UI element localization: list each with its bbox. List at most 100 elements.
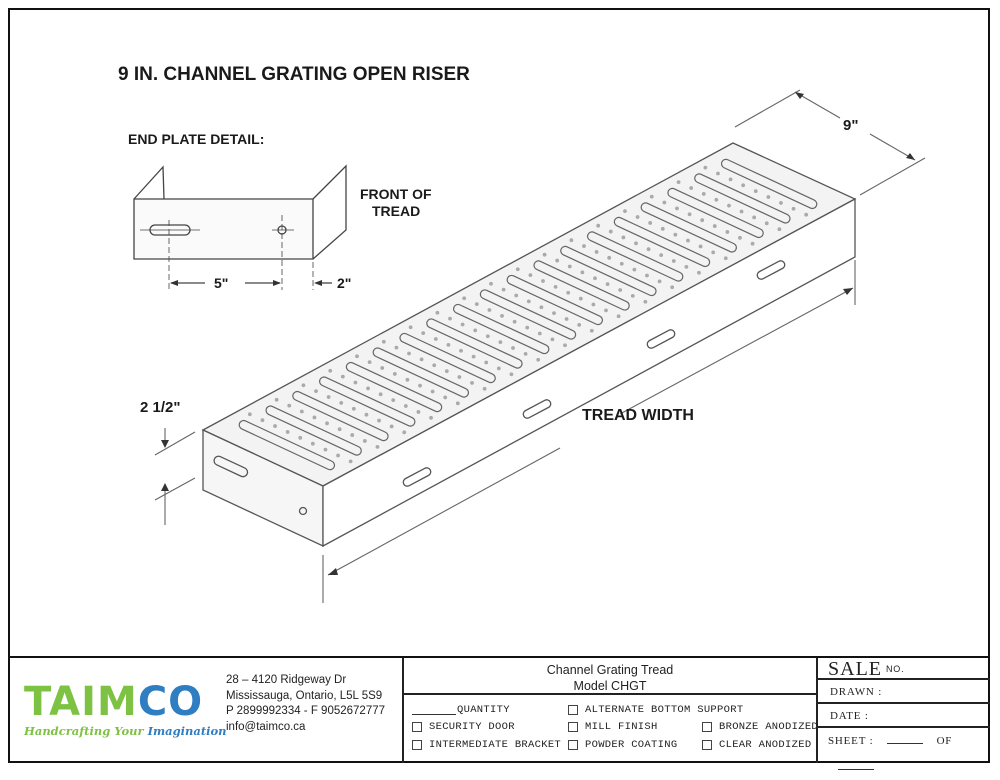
option-security-door[interactable]: SECURITY DOOR (412, 721, 515, 733)
grating-dot (523, 352, 528, 356)
sheet-total-blank[interactable] (838, 760, 874, 770)
grating-dot (804, 212, 809, 217)
grating-dot (536, 357, 541, 362)
grating-dot (643, 299, 648, 304)
grating-dot (459, 348, 463, 353)
option-intermediate-bracket[interactable]: INTERMEDIATE BRACKET (412, 739, 561, 751)
grating-dot (351, 406, 356, 411)
grating-dot (632, 267, 637, 272)
grating-dot (366, 386, 370, 391)
bronze-anodized-checkbox[interactable] (702, 722, 712, 732)
date-row[interactable]: DATE : (818, 704, 990, 728)
grating-dot (779, 201, 783, 205)
email-link[interactable]: info@taimco.ca (226, 720, 306, 733)
grating-dot (675, 206, 679, 211)
grating-dot (766, 195, 771, 199)
grating-dot (739, 209, 744, 214)
grating-dot (604, 308, 608, 313)
option-clear-anodized[interactable]: CLEAR ANODIZED (702, 739, 811, 751)
grating-dot (273, 424, 277, 428)
grating-dot (375, 444, 380, 449)
drawn-label: DRAWN : (830, 686, 883, 698)
powder-coating-checkbox[interactable] (568, 740, 578, 750)
grating-dot (419, 357, 424, 362)
grating-dot (405, 377, 410, 382)
grating-dot (443, 395, 448, 400)
grating-dot (433, 337, 438, 341)
drawn-row[interactable]: DRAWN : (818, 680, 990, 704)
end-plate-detail-label: END PLATE DETAIL: (128, 131, 265, 147)
option-bronze-anodized[interactable]: BRONZE ANODIZED (702, 721, 818, 733)
grating-dot (623, 209, 627, 214)
grating-dot (723, 256, 728, 261)
grating-dot (444, 369, 449, 374)
powder-coating-label: POWDER COATING (585, 739, 678, 751)
bronze-anodized-label: BRONZE ANODIZED (719, 721, 819, 733)
drawing-title: 9 IN. CHANNEL GRATING OPEN RISER (118, 64, 470, 85)
grating-tread-diagram (201, 142, 857, 548)
quantity-field[interactable]: QUANTITY (412, 704, 510, 716)
sheet-row: SHEET : OF (818, 728, 990, 770)
security-door-checkbox[interactable] (412, 722, 422, 732)
grating-dot (728, 177, 733, 182)
grating-dot (314, 389, 318, 394)
company-address: 28 – 4120 Ridgeway Dr Mississauga, Ontar… (226, 673, 385, 735)
grating-dot (339, 401, 344, 405)
grating-dot (582, 244, 586, 248)
grating-dot (714, 197, 719, 202)
product-header: Channel Grating Tread Model CHGT (404, 658, 816, 695)
option-powder-coating[interactable]: POWDER COATING (568, 739, 677, 751)
intermediate-bracket-checkbox[interactable] (412, 740, 422, 750)
grating-dot (525, 325, 530, 330)
of-label: OF (936, 735, 953, 747)
grating-dot (741, 183, 746, 188)
security-door-label: SECURITY DOOR (429, 721, 515, 733)
alternate-bottom-support-checkbox[interactable] (568, 705, 578, 715)
grating-dot (418, 383, 422, 388)
front-of-tread-label-line1: FRONT OF (360, 186, 432, 202)
grating-dot (377, 418, 381, 423)
mill-finish-checkbox[interactable] (568, 722, 578, 732)
grating-dot (657, 279, 662, 284)
date-label: DATE : (830, 710, 869, 722)
sheet-number-blank[interactable] (887, 734, 923, 744)
grating-dot (591, 302, 596, 307)
grating-dot (448, 316, 452, 321)
option-alternate-bottom-support[interactable]: ALTERNATE BOTTOM SUPPORT (568, 704, 743, 716)
grating-dot (336, 453, 340, 458)
option-mill-finish[interactable]: MILL FINISH (568, 721, 658, 733)
grating-dot (511, 346, 515, 350)
quantity-blank[interactable] (412, 705, 456, 715)
grating-dot (403, 404, 408, 408)
grating-dot (716, 171, 720, 176)
grating-slot-inner (722, 159, 817, 208)
clear-anodized-checkbox[interactable] (702, 740, 712, 750)
grating-slot-inner (561, 247, 656, 295)
grating-dot (539, 305, 544, 310)
dimension-2-inch: 2" (337, 275, 352, 291)
grating-dot (462, 296, 467, 301)
grating-slot-inner (347, 363, 442, 412)
intermediate-bracket-label: INTERMEDIATE BRACKET (429, 739, 562, 751)
grating-dot (541, 279, 545, 283)
grating-dot (569, 238, 574, 243)
grating-dot (703, 165, 708, 170)
grating-dot (764, 221, 769, 226)
grating-dot (593, 276, 597, 281)
grating-dot (485, 334, 490, 339)
grating-dot (325, 421, 329, 426)
grating-dot (298, 435, 303, 440)
grating-dot (432, 363, 437, 368)
clear-anodized-label: CLEAR ANODIZED (719, 739, 812, 751)
grating-dot (711, 250, 716, 255)
dimension-lines (154, 89, 926, 603)
dimension-arrowheads (170, 280, 322, 286)
grating-dot (501, 287, 506, 292)
grating-dot (738, 235, 742, 240)
grating-dot (514, 293, 519, 298)
grating-dot (355, 354, 359, 359)
grating-dot (791, 206, 796, 211)
grating-dot (752, 215, 757, 220)
grating-dot (408, 325, 413, 330)
grating-dot (471, 354, 476, 359)
